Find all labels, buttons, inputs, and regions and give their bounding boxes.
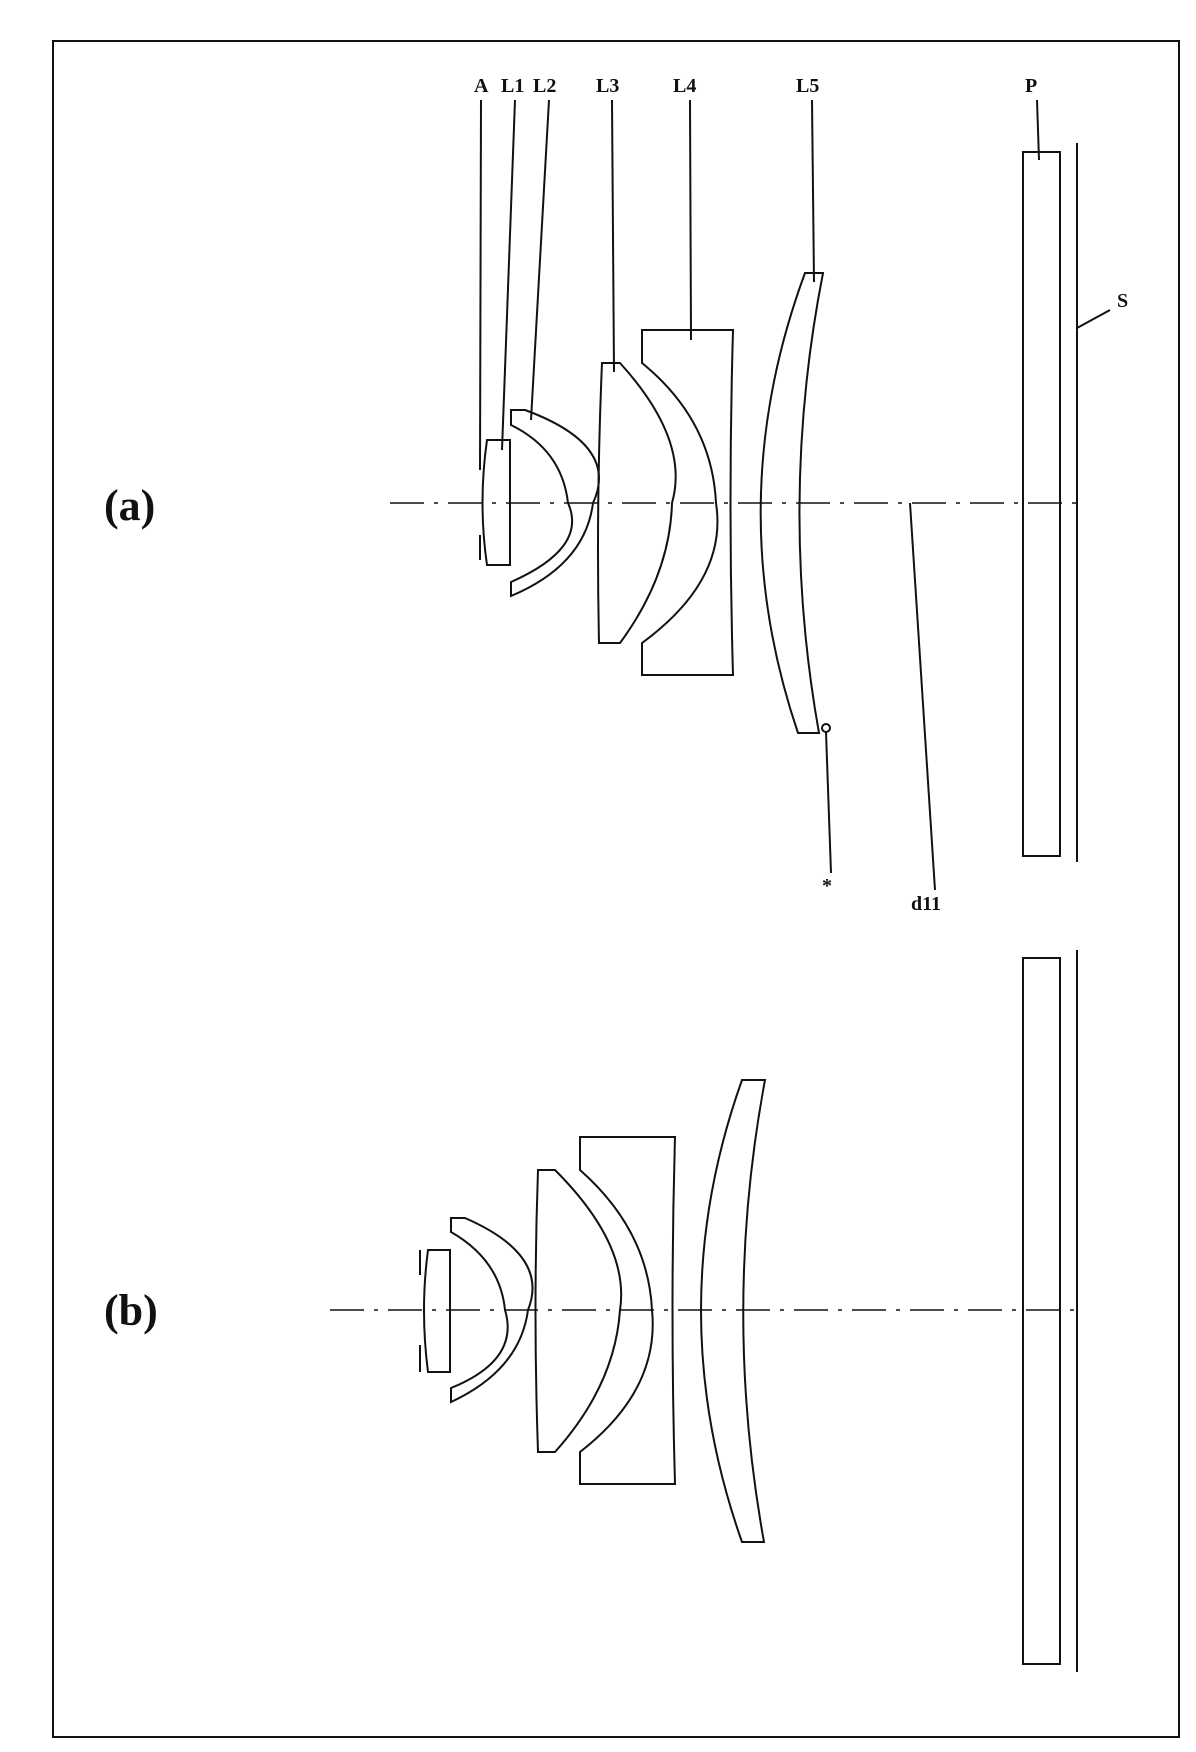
- label-lens5: L5: [796, 75, 819, 97]
- marker-point: [821, 723, 831, 733]
- lens-l2: [510, 409, 600, 598]
- label-lens2: L2: [533, 75, 556, 97]
- label-distance: d11: [911, 893, 941, 915]
- lens-l4-b: [579, 1136, 677, 1485]
- panel-b: [330, 950, 1080, 1672]
- lens-l5: [759, 272, 825, 734]
- panel-b-label: (b): [104, 1286, 158, 1335]
- panel-a: A L1 L2 L3 L4 L5 P S * d11: [390, 75, 1128, 915]
- lens-l1-b: [423, 1249, 451, 1373]
- label-lens4: L4: [673, 75, 696, 97]
- label-lens1: L1: [501, 75, 524, 97]
- leader-lines: [479, 99, 1111, 891]
- lens-l2-b: [450, 1217, 534, 1404]
- lens-l5-b: [700, 1079, 767, 1543]
- panel-a-label: (a): [104, 481, 155, 530]
- lens-l4: [641, 329, 735, 676]
- label-lens3: L3: [596, 75, 619, 97]
- plate-p-a: [1022, 151, 1061, 857]
- label-plate: P: [1025, 75, 1037, 97]
- label-marker: *: [822, 875, 832, 897]
- label-aperture: A: [474, 75, 489, 97]
- lens-l3: [597, 362, 677, 644]
- label-sensor: S: [1117, 290, 1128, 312]
- lens-l1: [481, 439, 511, 566]
- plate-p-b: [1022, 957, 1061, 1665]
- lens-l3-b: [534, 1169, 623, 1453]
- figure-frame: [52, 40, 1180, 1738]
